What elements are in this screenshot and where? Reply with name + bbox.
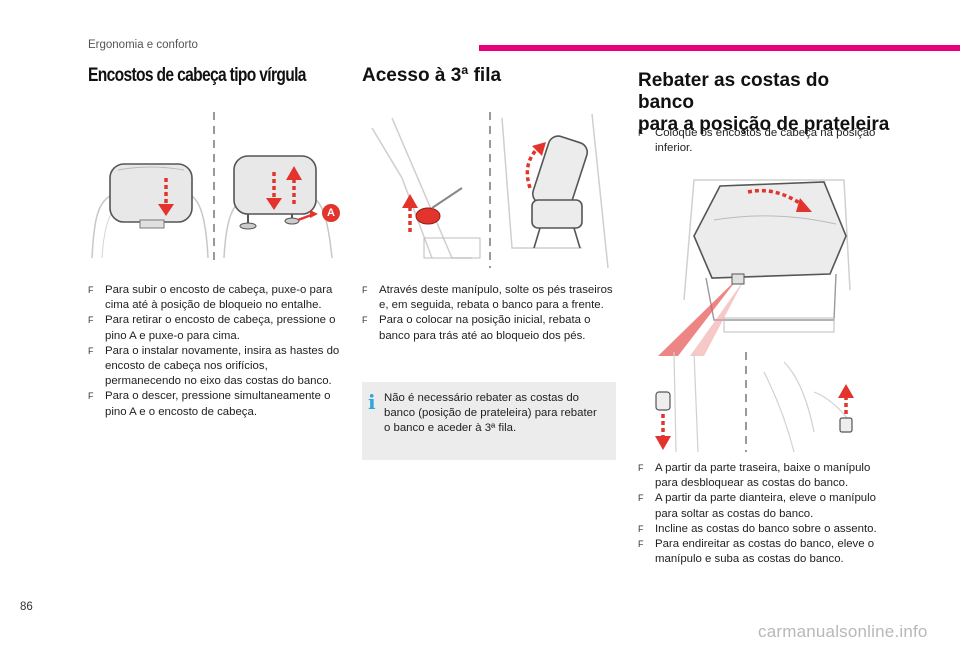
section-accent-bar — [479, 45, 960, 51]
bullet-mark: F — [638, 523, 644, 534]
info-icon: i — [368, 390, 376, 414]
bullet-mark: F — [638, 539, 644, 550]
bullet-mark: F — [88, 315, 94, 326]
headrest-illustration — [88, 108, 340, 268]
bullet-mark: F — [88, 391, 94, 402]
bullet-mark: F — [362, 285, 368, 295]
bullet-mark: F — [88, 285, 94, 295]
shelf-title-line1: Rebater as costas do banco — [638, 70, 830, 113]
info-note: i Não é necessário rebater as costas do … — [362, 382, 616, 460]
callout-a-badge: A — [322, 204, 340, 222]
bullet-mark: F — [362, 315, 368, 326]
column-shelf-position: Rebater as costas do banco para a posiçã… — [638, 70, 890, 136]
shelf-title-line2: para a posição de prateleira — [638, 114, 890, 135]
column-third-row-access: Acesso à 3ª fila — [362, 62, 616, 90]
headrests-title: Encostos de cabeça tipo vírgula — [88, 65, 306, 86]
bullet-mark: F — [638, 128, 644, 138]
section-label: Ergonomia e conforto — [88, 39, 198, 51]
bullet-mark: F — [638, 493, 644, 504]
third-row-title: Acesso à 3ª fila — [362, 65, 502, 86]
third-row-illustration — [362, 108, 616, 272]
callout-a-label: A — [327, 207, 335, 219]
info-note-text: Não é necessário rebater as costas do ba… — [384, 392, 597, 435]
shelf-seat-illustration — [654, 170, 854, 356]
shelf-lever-illustration — [654, 352, 854, 452]
watermark: carmanualsonline.info — [758, 622, 928, 641]
column-headrests: Encostos de cabeça tipo vírgula — [88, 62, 340, 90]
page-number: 86 — [20, 601, 33, 613]
bullet-mark: F — [88, 345, 94, 356]
bullet-mark: F — [638, 463, 644, 473]
